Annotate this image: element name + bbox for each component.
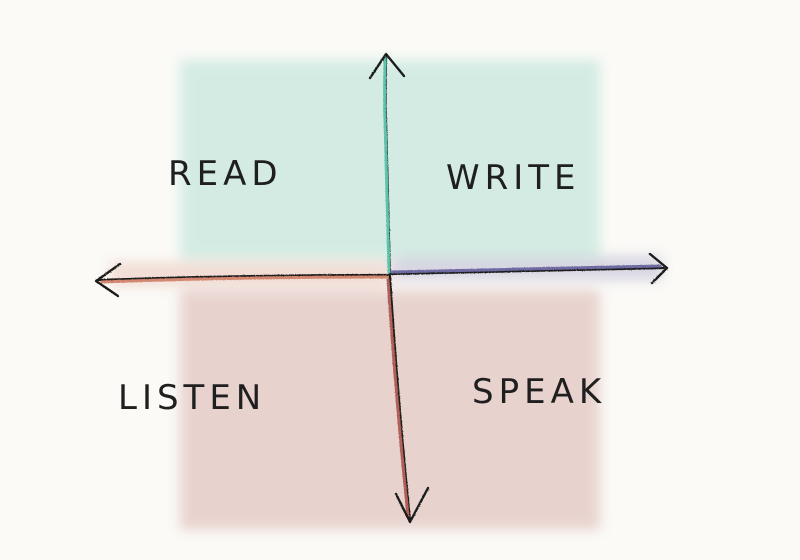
- quadrant-label-speak: SPEAK: [472, 372, 606, 412]
- left-arrowhead: [94, 262, 122, 298]
- quadrant-label-write: WRITE: [446, 158, 581, 198]
- vertical-axis-down: [388, 274, 412, 522]
- vertical-axis-up-color: [383, 56, 391, 274]
- quadrant-label-read: READ: [168, 154, 283, 194]
- quadrant-label-listen: LISTEN: [118, 378, 266, 418]
- down-arrowhead: [394, 486, 430, 524]
- down-axis-shading: [180, 290, 600, 530]
- horizontal-axis-right: [388, 266, 666, 276]
- right-arrowhead: [648, 252, 669, 285]
- horizontal-axis-right-color: [390, 264, 662, 274]
- horizontal-axis-left: [96, 273, 392, 282]
- axis-shading: [110, 60, 662, 530]
- horizontal-axis-left-color: [100, 275, 390, 284]
- up-arrowhead: [368, 52, 406, 80]
- vertical-axis-down-color: [386, 278, 410, 518]
- axes: [94, 52, 669, 524]
- left-axis-shading: [110, 262, 390, 286]
- up-axis-shading: [180, 60, 600, 260]
